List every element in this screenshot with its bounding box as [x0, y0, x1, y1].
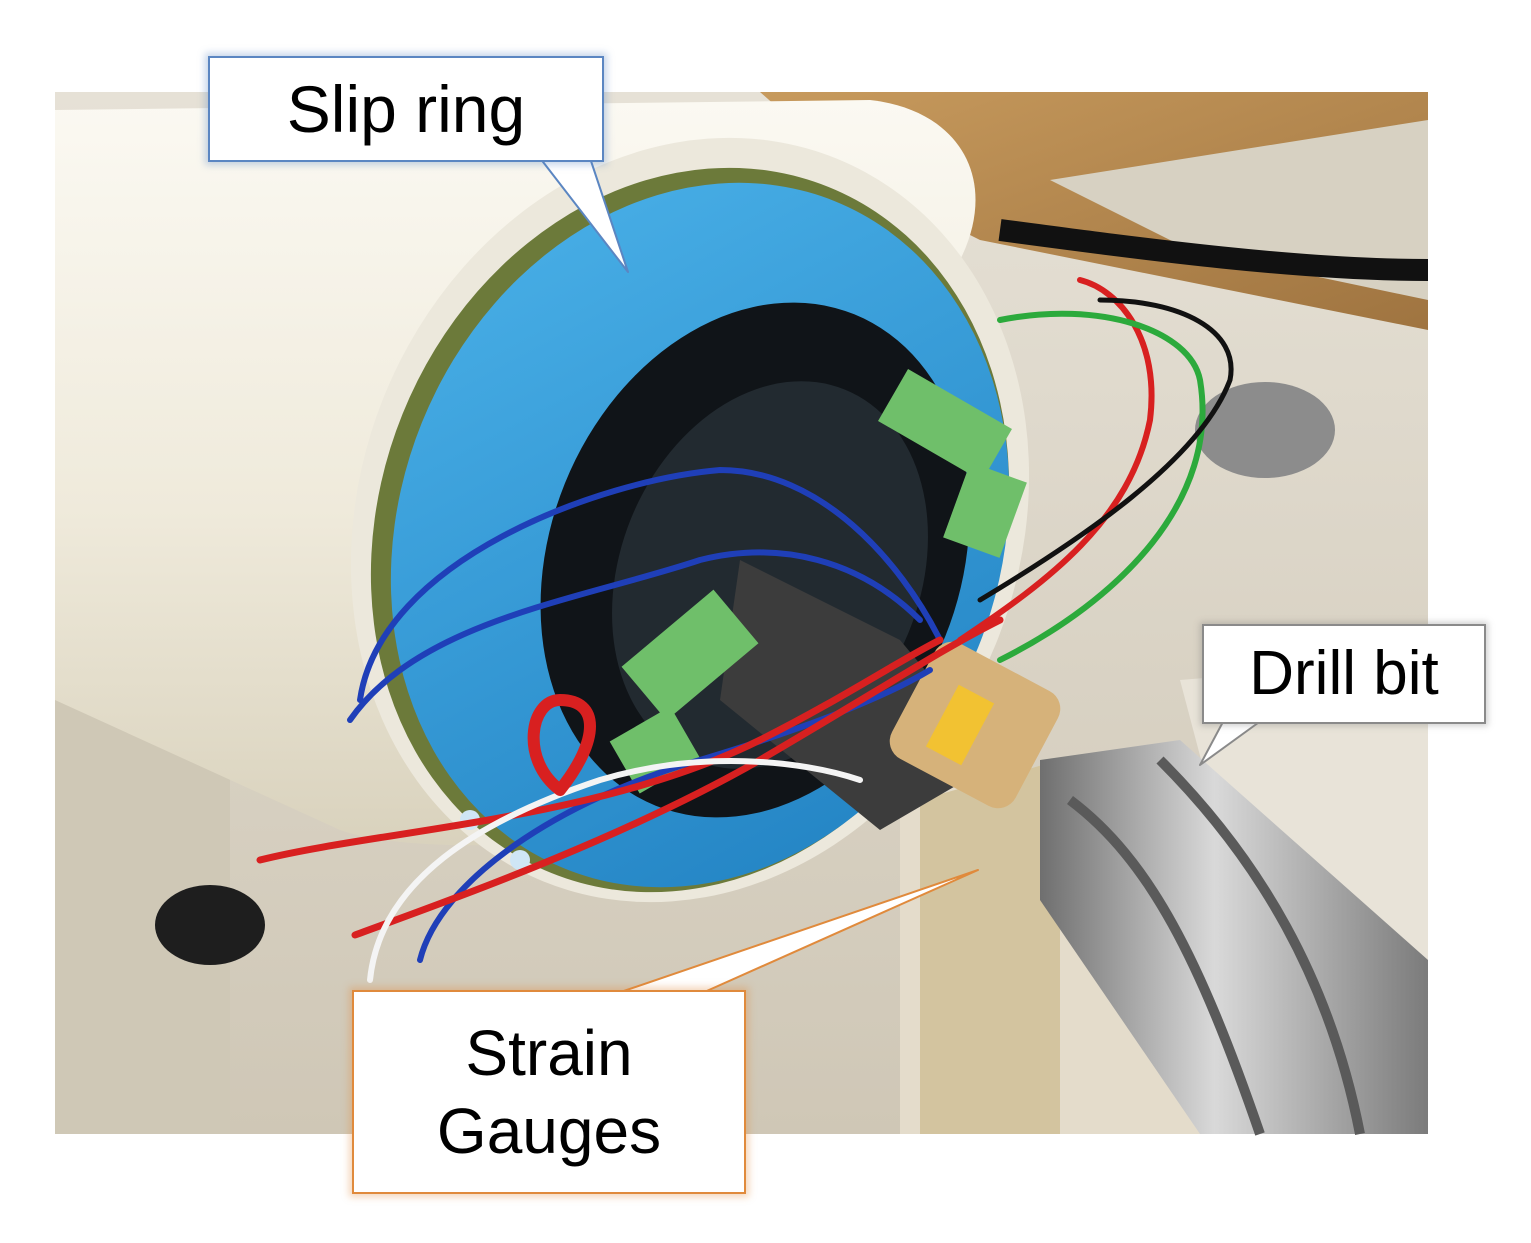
terminal-blocks: [609, 369, 1027, 794]
shaft: [720, 560, 1061, 830]
callout-strain-gauges: Strain Gauges: [352, 990, 746, 1194]
drill-bit-label: Drill bit: [1249, 639, 1439, 709]
slip-ring-label: Slip ring: [286, 71, 526, 146]
wires: [256, 277, 1234, 983]
drill-bit: [1040, 740, 1428, 1136]
callout-slip-ring: Slip ring: [208, 56, 604, 162]
callout-drill-bit: Drill bit: [1202, 624, 1486, 724]
strain-gauges-label-line2: Gauges: [436, 1095, 662, 1167]
strain-gauges-label-line1: Strain: [465, 1016, 633, 1089]
